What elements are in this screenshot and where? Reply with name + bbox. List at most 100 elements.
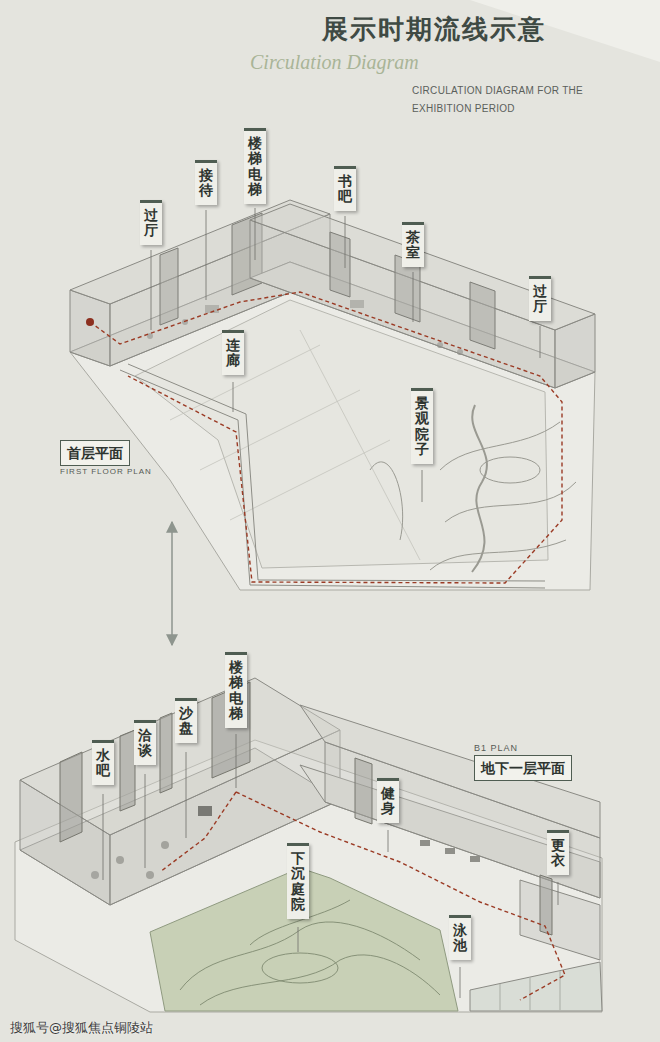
leader-line (236, 734, 237, 788)
garden-pond (480, 457, 540, 483)
garden-contour (370, 462, 403, 540)
room-name: 楼梯电梯 (229, 660, 243, 722)
room-tag: 下沉庭院 (287, 843, 309, 919)
room-tag: 过厅 (529, 276, 551, 321)
leader-line (145, 774, 146, 868)
roof (250, 204, 595, 330)
contour (262, 953, 338, 983)
courtyard-grid (170, 330, 420, 560)
level-link-arrow (171, 522, 173, 645)
garden-stream (472, 405, 487, 572)
circulation-route (160, 792, 236, 872)
room-tag: 健身 (377, 778, 399, 823)
plan-subtitle: B1 PLAN (474, 742, 572, 755)
gym-equipment (445, 848, 455, 854)
corridor-wall (120, 370, 545, 588)
plan-name: 地下一层平面 (474, 755, 572, 781)
b1-drawing (15, 678, 602, 1012)
circulation-route (236, 792, 565, 1000)
leader-line (186, 752, 187, 838)
leader-line (255, 208, 256, 260)
room-tag: 沙盘 (175, 698, 197, 743)
floor-plan-tag: B1 PLAN地下一层平面 (474, 742, 572, 781)
room-tag: 更衣 (547, 830, 569, 875)
garden-contour (445, 482, 576, 522)
partition (330, 232, 350, 297)
plan-name: 首层平面 (60, 440, 130, 466)
room-tag: 楼梯电梯 (225, 652, 247, 728)
room-tag: 茶室 (402, 222, 424, 267)
room-tag: 过厅 (140, 200, 162, 245)
room-tag: 连廊 (222, 330, 244, 375)
room-name: 楼梯电梯 (248, 136, 262, 198)
floor-plan-tag: 首层平面FIRST FLOOR PLAN (60, 440, 152, 477)
leader-line (413, 272, 414, 322)
room-name: 过厅 (144, 208, 158, 239)
changing-room-wall (520, 880, 600, 960)
room-name: 沙盘 (179, 706, 193, 737)
room-tag: 书吧 (334, 166, 356, 211)
grid-line (300, 330, 420, 560)
leader-line (540, 326, 541, 358)
room-name: 接待 (199, 168, 213, 199)
room-tag: 洽谈 (134, 720, 156, 765)
room-name: 洽谈 (138, 728, 152, 759)
room-name: 茶室 (406, 230, 420, 261)
room-tag: 景观院子 (411, 388, 433, 464)
leader-line (422, 470, 423, 502)
grid-line (230, 440, 390, 520)
garden-contour (430, 540, 566, 570)
room-name: 连廊 (226, 338, 240, 369)
leader-line (103, 794, 104, 880)
room-name: 书吧 (338, 174, 352, 205)
partition (355, 758, 372, 824)
leader-line (558, 882, 559, 905)
landscape-garden (370, 405, 576, 572)
room-tag: 水吧 (92, 740, 114, 785)
room-name: 下沉庭院 (291, 851, 305, 913)
partition (470, 282, 495, 349)
room-name: 过厅 (533, 284, 547, 315)
leader-line (206, 210, 207, 300)
gym-equipment (470, 856, 480, 862)
script-heading: Circulation Diagram (250, 50, 419, 74)
room-tag: 楼梯电梯 (244, 128, 266, 204)
route-start-dot (86, 318, 94, 326)
room-name: 泳池 (453, 923, 467, 954)
courtyard-contours (180, 900, 440, 1005)
swimming-pool (470, 962, 602, 1011)
leader-line (151, 250, 152, 330)
watermark: 搜狐号@搜狐焦点铜陵站 (10, 1019, 153, 1037)
room-name: 健身 (381, 786, 395, 817)
contour (200, 955, 440, 1005)
leader-line (345, 216, 346, 268)
first-floor-drawing (70, 200, 595, 590)
partition (120, 730, 135, 811)
circulation-route (90, 292, 562, 583)
partition (160, 713, 172, 793)
partition (160, 248, 178, 325)
leader-line (298, 927, 299, 952)
plan-subtitle: FIRST FLOOR PLAN (60, 466, 152, 477)
pool-lane (500, 984, 501, 1010)
leader-line (460, 967, 461, 998)
partition (60, 752, 82, 842)
grid-line (200, 390, 360, 470)
diagram-title: 展示时期流线示意 (322, 12, 546, 46)
room-tag: 接待 (195, 160, 217, 205)
room-tag: 泳池 (449, 915, 471, 960)
room-name: 景观院子 (415, 396, 429, 458)
leader-lines (151, 208, 540, 502)
gym-equipment (420, 840, 430, 846)
corridor-wall (128, 364, 545, 581)
roof (300, 705, 600, 838)
garden-contour (440, 422, 560, 470)
leader-line (388, 830, 389, 852)
room-name: 水吧 (96, 748, 110, 779)
leader-line (233, 382, 234, 412)
contour (180, 922, 420, 990)
room-name: 更衣 (551, 838, 565, 869)
